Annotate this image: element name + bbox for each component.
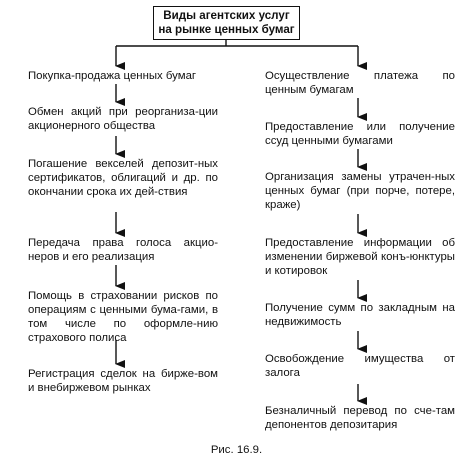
right-item-mortgage-sums: Получение сумм по закладным на недвижимо… [265, 302, 455, 328]
right-item-securities-loans: Предоставление или получение ссуд ценным… [265, 121, 455, 147]
right-item-replacement: Организация замены утрачен-ных ценных бу… [265, 171, 455, 211]
right-item-cashless-transfer: Безналичный перевод по сче-там депоненто… [265, 405, 455, 431]
left-item-share-exchange: Обмен акций при реорганиза-ции акционерн… [28, 106, 218, 132]
left-item-bill-redemption: Погашение векселей депозит-ных сертифика… [28, 158, 218, 198]
right-item-market-info: Предоставление информации об изменении б… [265, 237, 455, 277]
diagram-title-box: Виды агентских услуг на рынке ценных бум… [153, 6, 300, 40]
title-line-2: на рынке ценных бумаг [158, 23, 295, 36]
left-item-purchase-sale: Покупка-продажа ценных бумаг [28, 70, 197, 82]
right-item-pledge-release: Освобождение имущества от залога [265, 353, 455, 379]
title-line-1: Виды агентских услуг [163, 9, 290, 22]
left-item-deal-registration: Регистрация сделок на бирже-вом и внебир… [28, 368, 218, 394]
left-item-voting-rights: Передача права голоса акцио-неров и его … [28, 237, 218, 263]
figure-caption: Рис. 16.9. [210, 444, 263, 456]
left-item-risk-insurance: Помощь в страховании рисков по операциям… [28, 290, 218, 344]
right-item-payment: Осуществление платежа по ценным бумагам [265, 70, 455, 96]
